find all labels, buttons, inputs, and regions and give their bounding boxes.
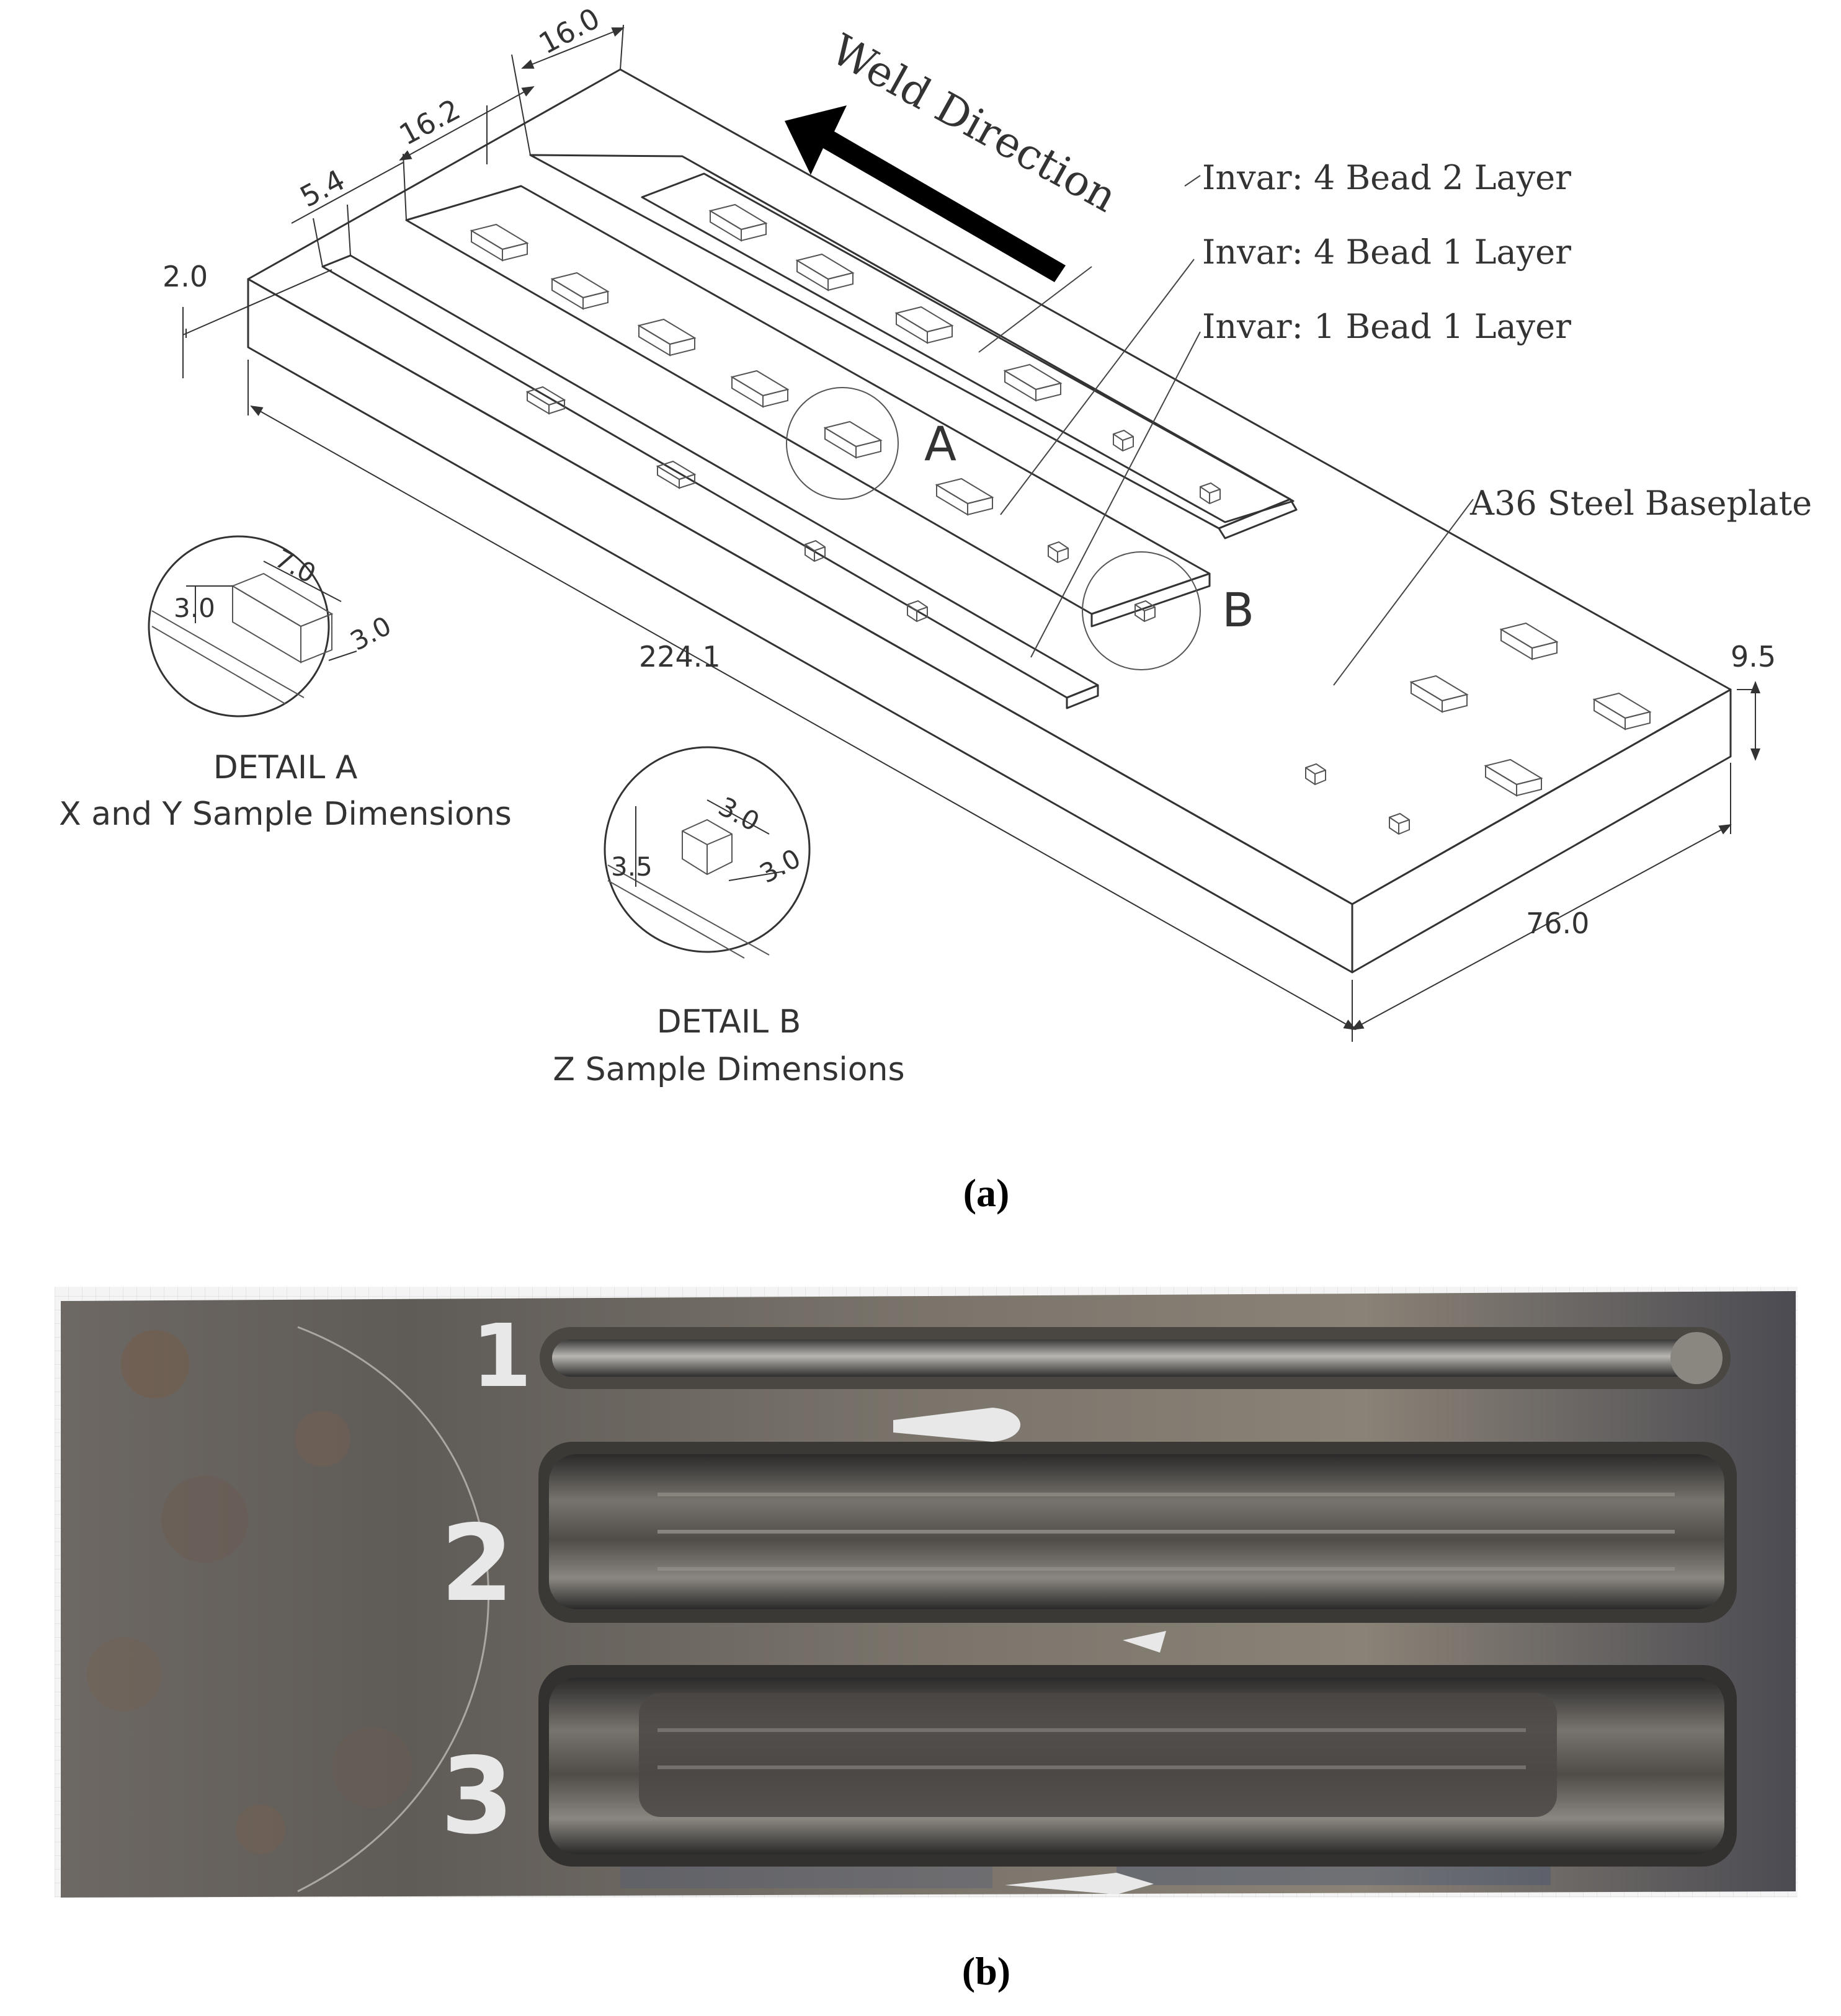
- sample-box: [1409, 675, 1469, 713]
- dim-76-0: 76.0: [1526, 907, 1589, 940]
- panel-b-photo: 1 2 3: [55, 1287, 1798, 1898]
- detail-a-subtitle: X and Y Sample Dimensions: [59, 796, 512, 833]
- panel-a-drawing: A B Weld Direction Invar: 4 Bead 2 Layer…: [59, 1, 1812, 1088]
- dim-2-0: 2.0: [163, 260, 208, 293]
- label-a36-steel-baseplate: A36 Steel Baseplate: [1469, 484, 1812, 523]
- chalk-arrows: [893, 1408, 1166, 1894]
- detail-a-title: DETAIL A: [213, 749, 358, 786]
- sample-box: [550, 272, 610, 310]
- label-invar-4-bead-1-layer: Invar: 4 Bead 1 Layer: [1202, 233, 1571, 272]
- sample-box: [1484, 758, 1543, 797]
- scribe-arc: [297, 1326, 489, 1893]
- detail-b-title: DETAIL B: [657, 1003, 801, 1041]
- chalk-arrow: [893, 1408, 1020, 1442]
- sample-box: [1499, 622, 1559, 660]
- sample-box: [894, 306, 954, 344]
- sample-box: [1592, 692, 1652, 730]
- sample-box: [708, 203, 768, 242]
- caption-a: (a): [963, 1171, 1010, 1215]
- chalk-arrow: [1123, 1631, 1166, 1653]
- weld-number-2: 2: [440, 1503, 514, 1625]
- detail-a-letter: A: [924, 416, 956, 471]
- sample-box: [470, 223, 529, 262]
- weld-bead-1: [540, 1327, 1731, 1389]
- rust-texture: [87, 1330, 412, 1854]
- weld-number-1: 1: [471, 1306, 532, 1407]
- detail-a-height: 3.0: [174, 593, 215, 623]
- sample-box: [795, 253, 855, 291]
- weld-bead-3: [538, 1665, 1737, 1867]
- dimension-lines: [182, 24, 1760, 1042]
- chalk-arrow: [1005, 1873, 1154, 1894]
- sample-box: [637, 318, 697, 357]
- weld-direction-arrow: [785, 105, 1066, 282]
- caption-b: (b): [962, 1949, 1010, 1993]
- detail-b-height: 3.5: [611, 851, 653, 882]
- weld-bead-2: [538, 1442, 1737, 1623]
- detail-b-letter: B: [1222, 582, 1254, 637]
- dim-9-5: 9.5: [1731, 640, 1776, 673]
- weld-number-3: 3: [440, 1735, 514, 1858]
- sample-box: [1003, 363, 1063, 402]
- label-invar-4-bead-2-layer: Invar: 4 Bead 2 Layer: [1202, 158, 1571, 197]
- dim-224-1: 224.1: [639, 640, 721, 673]
- detail-b-subtitle: Z Sample Dimensions: [553, 1051, 904, 1088]
- label-invar-1-bead-1-layer: Invar: 1 Bead 1 Layer: [1202, 307, 1571, 346]
